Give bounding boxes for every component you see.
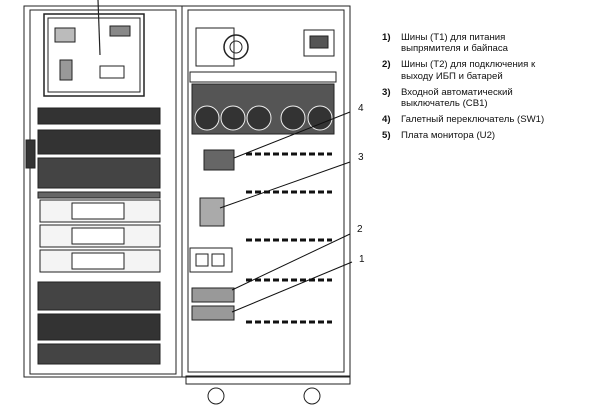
cabinet-interior	[181, 5, 351, 405]
legend: 1) Шины (T1) для питания выпрямителя и б…	[382, 32, 604, 147]
callout-2: 2	[357, 224, 363, 235]
legend-item-4: 4) Галетный переключатель (SW1)	[382, 114, 545, 126]
legend-item-5: 5) Плата монитора (U2)	[382, 130, 496, 142]
callout-4: 4	[358, 103, 364, 114]
leader-1	[231, 261, 353, 313]
legend-item-1: 1) Шины (T1) для питания выпрямителя и б…	[382, 32, 508, 55]
busbars-t2	[191, 287, 235, 303]
leader-2	[231, 233, 351, 291]
leader-4	[233, 111, 351, 159]
leader-3	[219, 161, 351, 209]
legend-item-3: 3) Входной автоматический выключатель (C…	[382, 86, 513, 110]
callout-3: 3	[358, 152, 364, 163]
busbars-t1	[191, 305, 235, 321]
monitor-board	[43, 13, 145, 97]
rotary-switch	[203, 149, 235, 171]
input-breaker	[199, 197, 225, 227]
door-handle	[25, 139, 36, 169]
legend-item-2: 2) Шины (T2) для подключения к выходу ИБ…	[382, 59, 536, 82]
left-door	[23, 0, 183, 378]
callout-1: 1	[359, 254, 365, 265]
fan-bank	[191, 83, 335, 135]
